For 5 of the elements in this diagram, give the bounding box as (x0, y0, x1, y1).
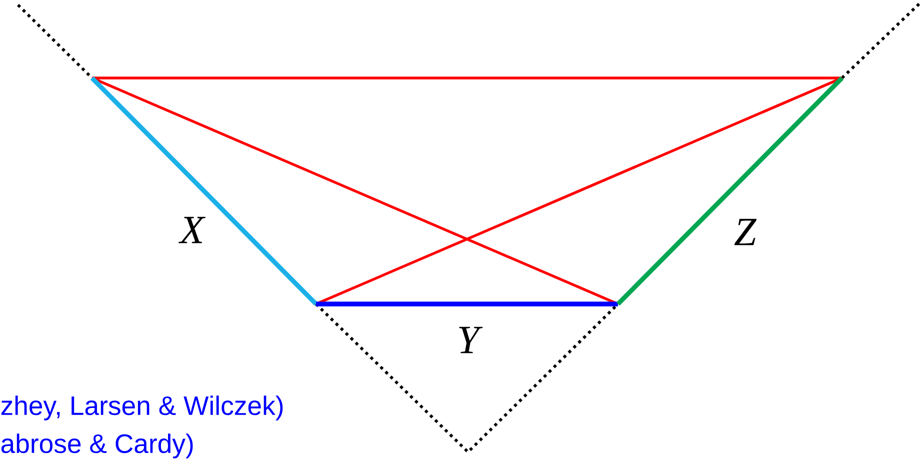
segment-label: X (178, 216, 206, 244)
reference-text: abrose & Cardy) (1, 434, 193, 458)
reference-text: zhey, Larsen & Wilczek) (1, 396, 283, 420)
segment-label: Z (734, 218, 757, 246)
segment-label: Y (459, 326, 483, 354)
